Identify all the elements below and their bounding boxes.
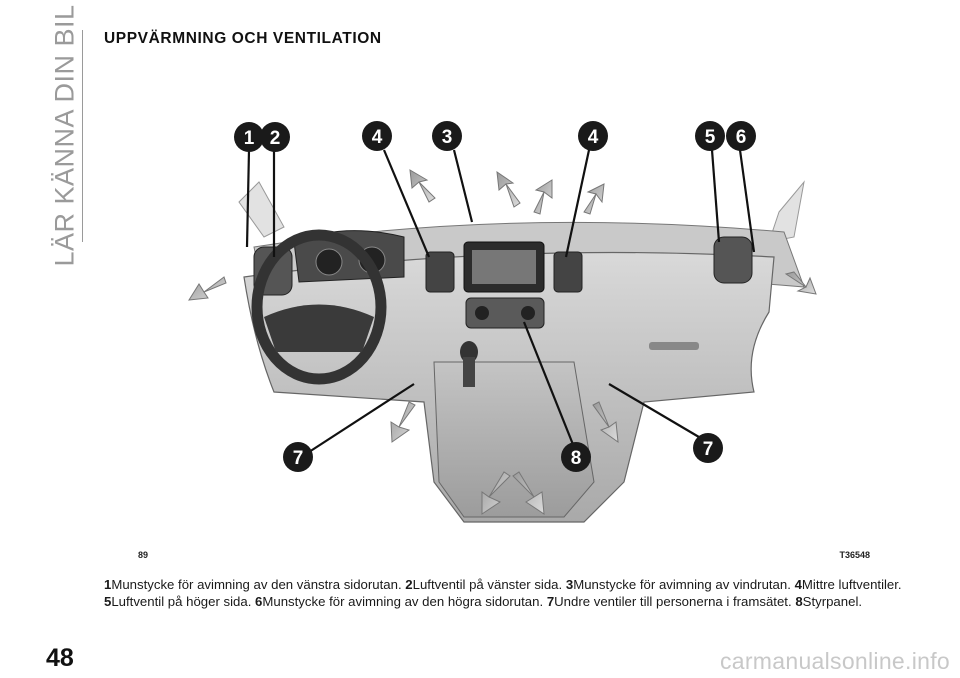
caption-num-6: 6	[255, 594, 263, 609]
caption-num-1: 1	[104, 577, 112, 592]
dashboard-illustration: 1 2 4 3 4 5 6 7 8 7	[188, 121, 817, 523]
callout-group	[234, 121, 756, 472]
figure-number: 89	[138, 550, 149, 560]
callout-2: 2	[270, 128, 281, 149]
chapter-sidebar: LÄR KÄNNA DIN BIL	[50, 4, 80, 266]
callout-4-left: 4	[372, 127, 383, 148]
callout-7-left: 7	[293, 448, 304, 469]
caption-text-5: Luftventil på höger sida.	[111, 594, 252, 609]
caption-text-3: Munstycke för avimning av vindrutan.	[573, 577, 791, 592]
dashboard-figure: 1 2 4 3 4 5 6 7 8 7 89 T36548	[104, 62, 896, 562]
page-number: 48	[46, 644, 74, 672]
callout-6: 6	[736, 127, 747, 148]
callout-3: 3	[442, 127, 453, 148]
section-title: UPPVÄRMNING OCH VENTILATION	[104, 30, 382, 47]
callout-4-right: 4	[588, 127, 599, 148]
caption-num-4: 4	[794, 577, 802, 592]
chapter-title: LÄR KÄNNA DIN BIL	[49, 3, 80, 267]
callout-1: 1	[244, 128, 255, 149]
caption-text-8: Styrpanel.	[802, 594, 863, 609]
caption-text-6: Munstycke för avimning av den högra sido…	[262, 594, 544, 609]
caption-text-1: Munstycke för avimning av den vänstra si…	[111, 577, 402, 592]
caption-num-8: 8	[795, 594, 803, 609]
caption-num-5: 5	[104, 594, 112, 609]
watermark: carmanualsonline.info	[719, 648, 950, 674]
callout-7-right: 7	[703, 439, 714, 460]
figure-caption: 1Munstycke för avimning av den vänstra s…	[104, 576, 904, 610]
callout-8: 8	[571, 448, 582, 469]
caption-num-7: 7	[546, 594, 555, 609]
caption-num-2: 2	[405, 577, 413, 592]
sidebar-divider	[82, 30, 83, 242]
caption-text-7: Undre ventiler till personerna i framsät…	[554, 594, 792, 609]
callout-5: 5	[705, 127, 716, 148]
caption-text-4: Mittre luftventiler.	[801, 577, 902, 592]
caption-num-3: 3	[565, 577, 574, 592]
figure-code: T36548	[839, 550, 870, 560]
caption-text-2: Luftventil på vänster sida.	[412, 577, 563, 592]
